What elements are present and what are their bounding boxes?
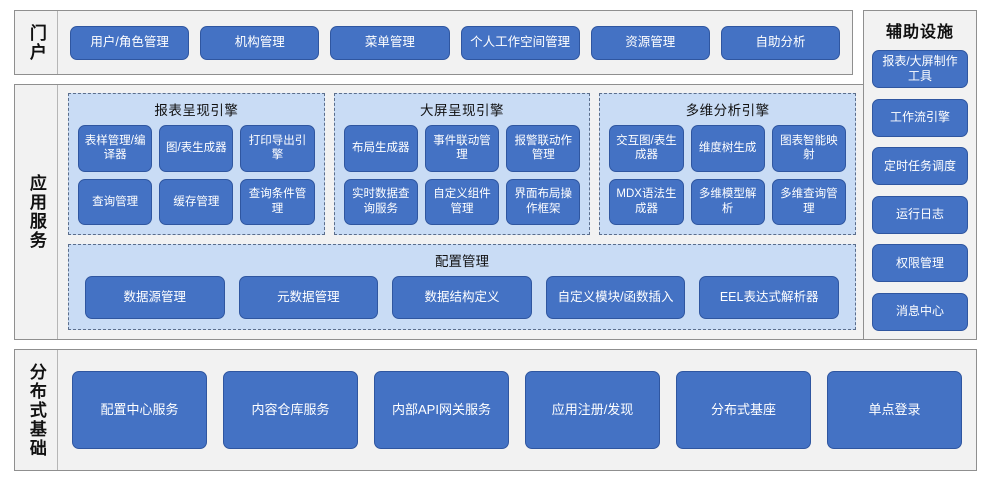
distributed-title-text: 分布式基础 (26, 362, 46, 458)
aux-title: 辅助设施 (885, 24, 954, 41)
distributed-item-api-gateway[interactable]: 内部API网关服务 (374, 371, 509, 449)
distributed-panel: 分布式基础 配置中心服务 内容仓库服务 内部API网关服务 应用注册/发现 分布… (14, 349, 977, 471)
portal-panel: 门户 用户/角色管理 机构管理 菜单管理 个人工作空间管理 资源管理 自助分析 (14, 10, 853, 75)
aux-item-list: 报表/大屏制作工具 工作流引擎 定时任务调度 运行日志 权限管理 消息中心 (872, 50, 968, 331)
engine-report-title: 报表呈现引擎 (154, 103, 239, 118)
engine-report: 报表呈现引擎 表样管理/编译器 图/表生成器 打印导出引擎 查询管理 缓存管理 … (68, 93, 325, 235)
engine-report-item-print-export-engine[interactable]: 打印导出引擎 (240, 125, 315, 172)
portal-item-user-role[interactable]: 用户/角色管理 (70, 25, 190, 60)
portal-item-workspace[interactable]: 个人工作空间管理 (460, 25, 580, 60)
engine-olap-title: 多维分析引擎 (685, 103, 770, 118)
engine-bigscreen-item-event-linkage[interactable]: 事件联动管理 (424, 125, 500, 172)
config-item-list: 数据源管理 元数据管理 数据结构定义 自定义模块/函数插入 EEL表达式解析器 (79, 276, 845, 319)
engine-group-row: 报表呈现引擎 表样管理/编译器 图/表生成器 打印导出引擎 查询管理 缓存管理 … (68, 93, 857, 235)
engine-olap-item-interactive-chart-generator[interactable]: 交互图/表生成器 (609, 125, 684, 172)
config-item-metadata[interactable]: 元数据管理 (238, 276, 379, 319)
distributed-item-distributed-base[interactable]: 分布式基座 (676, 371, 811, 449)
portal-item-list: 用户/角色管理 机构管理 菜单管理 个人工作空间管理 资源管理 自助分析 (58, 11, 852, 74)
engine-olap-item-chart-smart-mapping[interactable]: 图表智能映射 (771, 125, 847, 172)
engine-report-item-query-condition-management[interactable]: 查询条件管理 (240, 178, 315, 225)
distributed-item-content-repository[interactable]: 内容仓库服务 (223, 371, 358, 449)
engine-report-items: 表样管理/编译器 图/表生成器 打印导出引擎 查询管理 缓存管理 查询条件管理 (78, 125, 315, 225)
app-services-title: 应用服务 (15, 85, 58, 339)
config-item-eel-expression-parser[interactable]: EEL表达式解析器 (699, 276, 839, 319)
aux-item-workflow-engine[interactable]: 工作流引擎 (872, 98, 968, 137)
config-group: 配置管理 数据源管理 元数据管理 数据结构定义 自定义模块/函数插入 EEL表达… (68, 244, 856, 330)
aux-item-report-screen-tool[interactable]: 报表/大屏制作工具 (872, 50, 968, 88)
portal-item-menu[interactable]: 菜单管理 (330, 25, 450, 60)
distributed-item-sso[interactable]: 单点登录 (827, 371, 962, 449)
portal-item-self-service-analysis[interactable]: 自助分析 (720, 25, 841, 60)
aux-item-message-center[interactable]: 消息中心 (872, 292, 968, 331)
distributed-title: 分布式基础 (15, 350, 58, 470)
engine-report-item-template-compiler[interactable]: 表样管理/编译器 (78, 125, 153, 172)
portal-title: 门户 (15, 11, 58, 74)
engine-bigscreen: 大屏呈现引擎 布局生成器 事件联动管理 报警联动作管理 实时数据查询服务 自定义… (333, 93, 591, 235)
engine-olap-item-model-parser[interactable]: 多维模型解析 (690, 178, 765, 225)
engine-olap-item-query-management[interactable]: 多维查询管理 (771, 178, 847, 225)
engine-bigscreen-item-alarm-action[interactable]: 报警联动作管理 (506, 125, 581, 172)
engine-report-item-chart-table-generator[interactable]: 图/表生成器 (159, 125, 234, 172)
app-services-panel: 应用服务 报表呈现引擎 表样管理/编译器 图/表生成器 打印导出引擎 查询管理 … (14, 84, 867, 340)
engine-report-item-cache-management[interactable]: 缓存管理 (159, 178, 234, 225)
engine-bigscreen-item-realtime-query[interactable]: 实时数据查询服务 (343, 178, 418, 225)
engine-bigscreen-item-layout-generator[interactable]: 布局生成器 (343, 125, 418, 172)
aux-panel: 辅助设施 报表/大屏制作工具 工作流引擎 定时任务调度 运行日志 权限管理 消息… (863, 10, 977, 340)
distributed-item-list: 配置中心服务 内容仓库服务 内部API网关服务 应用注册/发现 分布式基座 单点… (58, 350, 976, 470)
portal-item-org[interactable]: 机构管理 (200, 25, 320, 60)
portal-item-resource[interactable]: 资源管理 (590, 25, 710, 60)
engine-olap: 多维分析引擎 交互图/表生成器 维度树生成 图表智能映射 MDX语法生成器 多维… (599, 93, 857, 235)
aux-item-runtime-log[interactable]: 运行日志 (872, 195, 968, 234)
distributed-item-app-registry[interactable]: 应用注册/发现 (525, 371, 660, 449)
config-item-custom-module-function[interactable]: 自定义模块/函数插入 (545, 276, 686, 319)
engine-bigscreen-items: 布局生成器 事件联动管理 报警联动作管理 实时数据查询服务 自定义组件管理 界面… (343, 125, 581, 225)
engine-olap-item-dimension-tree[interactable]: 维度树生成 (690, 125, 765, 172)
config-item-data-structure[interactable]: 数据结构定义 (392, 276, 532, 319)
engine-bigscreen-item-ui-layout-framework[interactable]: 界面布局操作框架 (506, 178, 581, 225)
aux-item-permission[interactable]: 权限管理 (872, 244, 968, 283)
top-region: 门户 用户/角色管理 机构管理 菜单管理 个人工作空间管理 资源管理 自助分析 (14, 10, 977, 75)
app-services-title-text: 应用服务 (26, 174, 46, 250)
engine-olap-item-mdx-generator[interactable]: MDX语法生成器 (609, 178, 684, 225)
config-group-title: 配置管理 (435, 254, 489, 269)
config-item-datasource[interactable]: 数据源管理 (85, 276, 225, 319)
aux-item-scheduler[interactable]: 定时任务调度 (872, 147, 968, 186)
portal-title-text: 门户 (26, 23, 46, 62)
engine-bigscreen-title: 大屏呈现引擎 (420, 103, 504, 118)
app-services-body: 报表呈现引擎 表样管理/编译器 图/表生成器 打印导出引擎 查询管理 缓存管理 … (58, 85, 866, 339)
engine-bigscreen-item-custom-component[interactable]: 自定义组件管理 (424, 178, 500, 225)
engine-report-item-query-management[interactable]: 查询管理 (78, 178, 153, 225)
distributed-item-config-center[interactable]: 配置中心服务 (72, 371, 207, 449)
engine-olap-items: 交互图/表生成器 维度树生成 图表智能映射 MDX语法生成器 多维模型解析 多维… (609, 125, 847, 225)
